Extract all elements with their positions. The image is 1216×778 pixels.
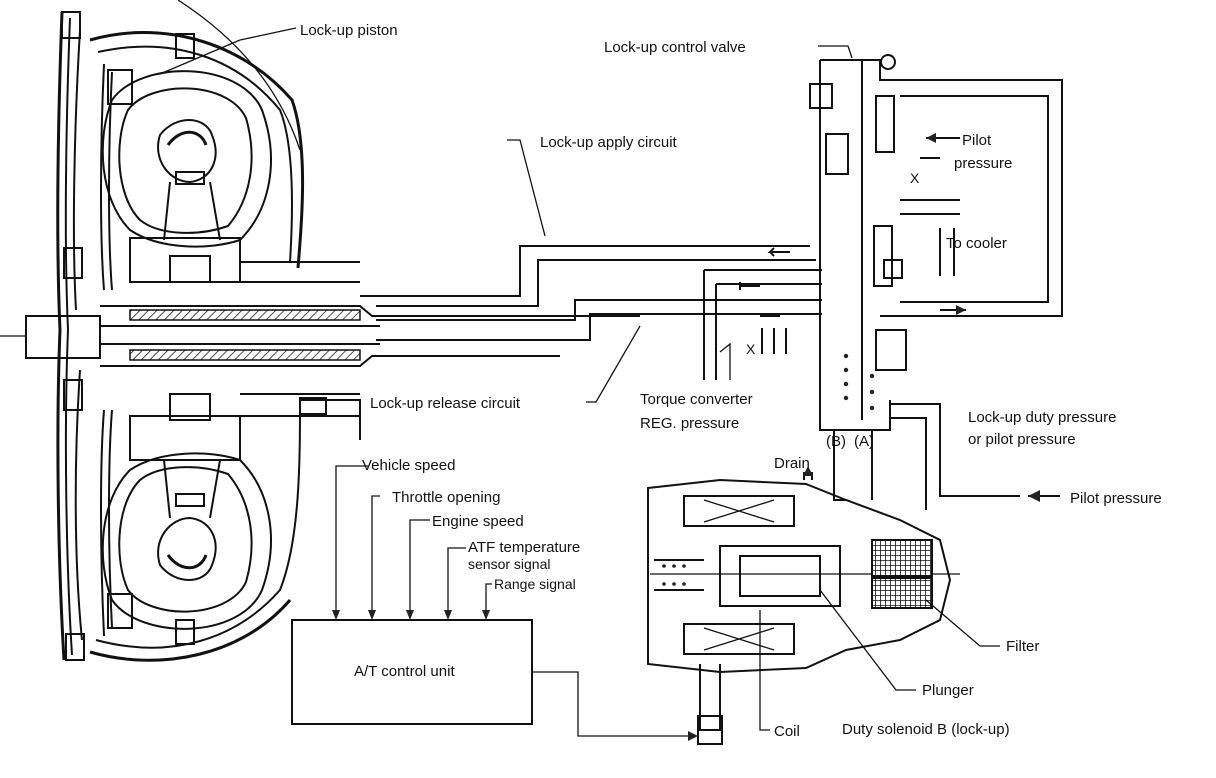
duty-solenoid-b-label: Duty solenoid B (lock-up) (842, 721, 1010, 738)
plunger-label: Plunger (922, 682, 974, 699)
atf-temperature-label: ATF temperature (468, 539, 580, 556)
plugged-port-mark: X (910, 170, 920, 186)
duty-solenoid-b (647, 466, 960, 745)
throttle-opening-label: Throttle opening (392, 489, 500, 506)
lockup-control-valve-label: Lock-up control valve (604, 39, 746, 56)
torque-converter-label: Torque converter (640, 391, 753, 408)
lockup-apply-circuit-label: Lock-up apply circuit (540, 134, 678, 151)
filter-label: Filter (1006, 638, 1039, 655)
engine-speed-label: Engine speed (432, 513, 524, 530)
torque-converter (56, 11, 361, 662)
leader-lines (159, 0, 1000, 731)
pilot-pressure-label: Pilot pressure (1070, 490, 1162, 507)
sensor-signal-label: sensor signal (468, 556, 551, 572)
lockup-duty-pressure-label: Lock-up duty pressure (968, 409, 1116, 426)
lockup-release-circuit (376, 269, 822, 403)
lockup-apply-circuit (360, 139, 816, 307)
reg-pressure-label: REG. pressure (640, 415, 739, 432)
input-shaft (0, 305, 640, 367)
drain-label: Drain (774, 455, 810, 472)
pilot-label: Pilot (962, 132, 992, 149)
lockup-release-circuit-label: Lock-up release circuit (370, 395, 521, 412)
range-signal-label: Range signal (494, 576, 576, 592)
orifice-mark: X (746, 341, 756, 357)
or-pilot-pressure-label: or pilot pressure (968, 431, 1076, 448)
vehicle-speed-label: Vehicle speed (362, 457, 455, 474)
coil-label: Coil (774, 723, 800, 740)
port-b-label: (B) (826, 433, 846, 450)
lockup-control-valve (809, 54, 1063, 510)
to-cooler-label: To cooler (946, 235, 1007, 252)
at-control-unit-label: A/T control unit (354, 663, 455, 680)
port-a-label: (A) (854, 433, 874, 450)
at-control-unit (291, 465, 698, 741)
pilot-pressure-sub-label: pressure (954, 155, 1012, 172)
lockup-piston-label: Lock-up piston (300, 22, 398, 39)
